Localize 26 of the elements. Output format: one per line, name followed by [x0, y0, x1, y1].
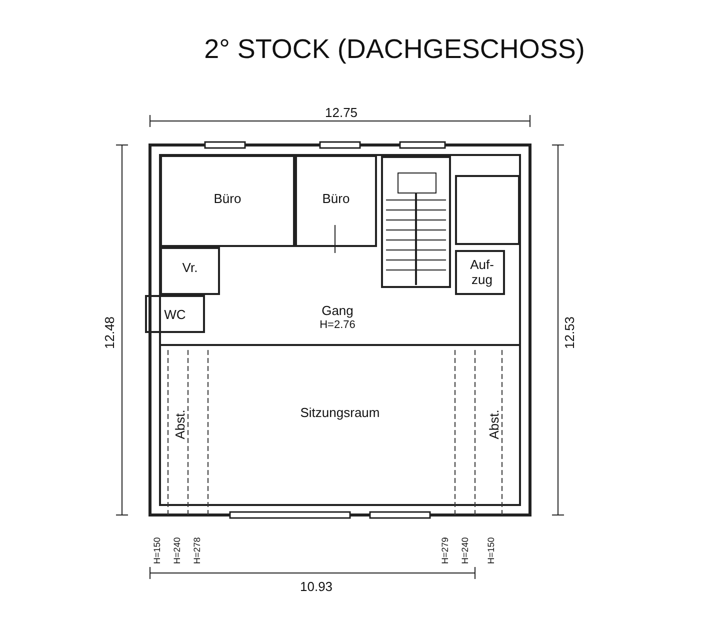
dimension-label: 12.53: [562, 316, 577, 349]
room: [160, 155, 295, 247]
dimension-label: 10.93: [300, 579, 333, 594]
height-mark: H=240: [172, 537, 182, 564]
room-label: Büro: [321, 192, 351, 207]
height-label: H=2.76: [318, 319, 356, 332]
room: [295, 155, 377, 247]
height-mark: H=150: [486, 537, 496, 564]
room-label: Abst.: [488, 408, 502, 442]
room-label: Vr.: [181, 261, 199, 276]
room: [160, 247, 220, 295]
dimension-label: 12.48: [102, 316, 117, 349]
room-label: Auf- zug: [469, 258, 495, 288]
height-mark: H=279: [440, 537, 450, 564]
height-mark: H=150: [152, 537, 162, 564]
room-label: Abst.: [174, 408, 188, 442]
room-label: Gang: [320, 304, 354, 319]
height-mark: H=278: [192, 537, 202, 564]
elevator-shaft: [455, 250, 505, 295]
height-mark: H=240: [460, 537, 470, 564]
room-label: Büro: [212, 192, 242, 207]
dimension-label: 12.75: [325, 105, 358, 120]
room-outline: [455, 175, 520, 245]
room: [145, 295, 205, 333]
plan-title: 2° STOCK (DACHGESCHOSS): [203, 34, 586, 65]
room-label: WC: [163, 308, 187, 323]
